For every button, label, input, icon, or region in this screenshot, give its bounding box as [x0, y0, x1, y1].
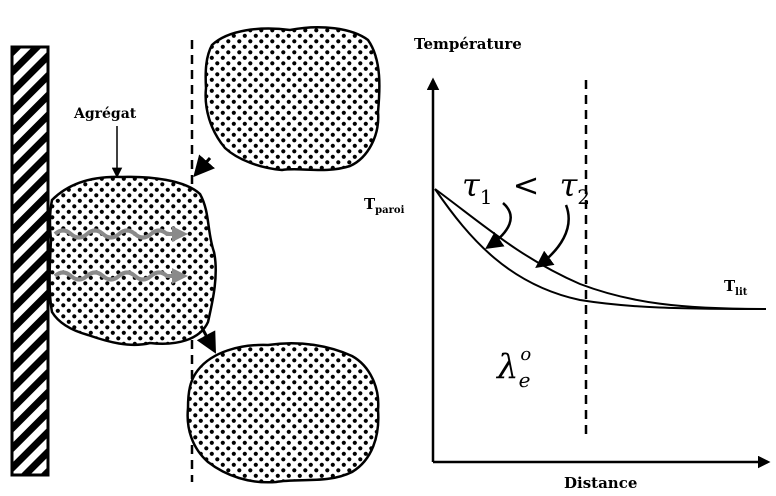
particle-bottom — [186, 342, 380, 484]
tau-comparison-label: τ1 < τ2 — [462, 166, 590, 212]
t-bed-label: Tlit — [724, 277, 748, 298]
t-wall-label: Tparoi — [364, 195, 405, 216]
motion-arrow-outgoing — [196, 325, 217, 354]
aggregate-label: Agrégat — [73, 106, 137, 122]
particle-top — [204, 25, 381, 172]
aggregate-particle — [48, 175, 217, 347]
motion-arrow-incoming — [193, 154, 215, 178]
curve-tau-1 — [434, 188, 767, 310]
lambda-label: λeo — [495, 344, 531, 392]
y-axis-label: Température — [414, 35, 522, 53]
tau-1-pointer — [485, 202, 512, 249]
heat-flux-arrow-upper — [53, 226, 188, 242]
tau-2-pointer — [535, 204, 570, 269]
heat-flux-arrow-lower — [53, 268, 188, 284]
x-axis-label: Distance — [564, 474, 637, 492]
wall — [10, 45, 50, 477]
curve-tau-2 — [434, 188, 767, 310]
